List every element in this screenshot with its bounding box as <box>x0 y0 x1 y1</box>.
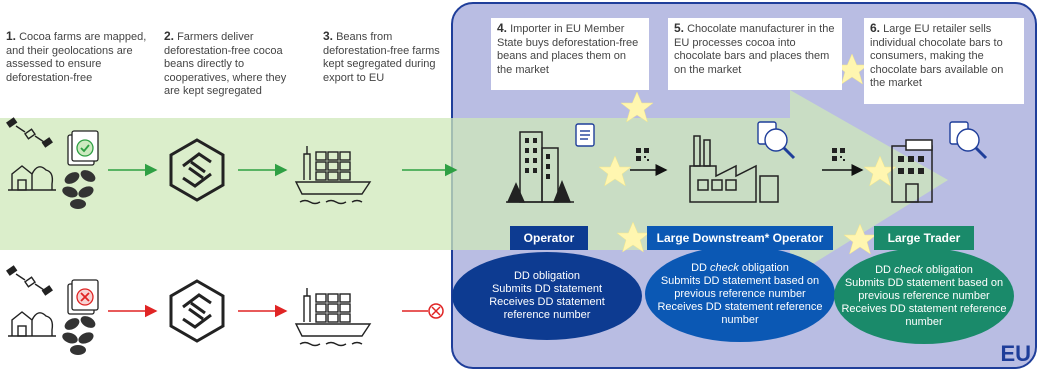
step-4: 4. Importer in EU Member State buys defo… <box>491 18 649 90</box>
large-trader-tab: Large Trader <box>874 226 974 250</box>
document-cross-icon <box>67 279 99 315</box>
operator-obligations: DD obligation Submits DD statement Recei… <box>452 252 642 340</box>
star-icon <box>843 223 877 255</box>
cargo-ship-icon <box>294 288 372 347</box>
cargo-ship-icon <box>294 146 372 205</box>
star-icon <box>598 155 632 187</box>
blocked-icon <box>428 303 444 319</box>
store-icon <box>891 139 933 203</box>
downstream-obligations: DD check obligation Submits DD statement… <box>645 246 835 342</box>
operator-tab: Operator <box>510 226 588 250</box>
step-1: 1. Cocoa farms are mapped, and their geo… <box>6 29 147 84</box>
eu-label: EU <box>1000 341 1031 366</box>
cocoa-beans-icon <box>62 316 96 355</box>
satellite-icon <box>6 117 53 148</box>
star-icon <box>616 221 650 253</box>
farm-icon <box>8 311 56 337</box>
magnifier-document-icon <box>757 121 796 160</box>
trader-obligations: DD check obligation Submits DD statement… <box>834 248 1014 344</box>
hands-hexagon-icon <box>169 279 225 343</box>
qr-code-icon <box>832 148 845 161</box>
cocoa-beans-icon <box>62 170 96 209</box>
magnifier-document-icon <box>949 121 988 160</box>
magnifier-document-icon <box>575 123 595 147</box>
star-icon <box>620 91 654 123</box>
step-6: 6. Large EU retailer sells individual ch… <box>864 18 1024 104</box>
hands-hexagon-icon <box>169 138 225 202</box>
farm-icon <box>8 165 56 191</box>
satellite-icon <box>6 265 53 296</box>
step-3: 3. Beans from deforestation-free farms k… <box>323 29 440 84</box>
step-5: 5. Chocolate manufacturer in the EU proc… <box>668 18 842 90</box>
step-2: 2. Farmers deliver deforestation-free co… <box>164 29 287 98</box>
building-icon <box>506 131 574 203</box>
factory-icon <box>689 135 779 203</box>
qr-code-icon <box>636 148 649 161</box>
downstream-operator-tab: Large Downstream* Operator <box>647 226 833 250</box>
document-check-icon <box>67 130 99 166</box>
